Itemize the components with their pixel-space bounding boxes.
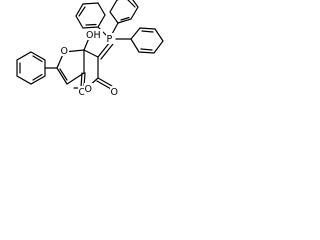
- phenyl-ring-left-upper: [75, 2, 106, 29]
- bond-c2-alkene: [83, 49, 99, 58]
- atom-hydroxyl: OH: [86, 29, 103, 41]
- phenyl-ring-top: [109, 0, 139, 24]
- bond-p-phenyl-top: [111, 22, 119, 35]
- svg-text:OH: OH: [86, 30, 101, 41]
- svg-text:P: P: [107, 34, 113, 45]
- svg-text:O: O: [111, 87, 118, 98]
- molecule-structure: O OH P O O O: [16, 0, 164, 98]
- phenyl-ring-right: [130, 27, 164, 54]
- atom-ester-carbonyl-oxygen: O: [110, 86, 119, 98]
- atom-phosphorus: P: [106, 33, 115, 45]
- atom-ring-oxygen: O: [60, 45, 69, 57]
- ester-carbonyl: [96, 77, 113, 90]
- svg-text:O: O: [79, 87, 86, 98]
- atom-methoxy-oxygen: O: [84, 83, 93, 95]
- svg-text:O: O: [61, 46, 68, 57]
- ylide-double-bond: [97, 41, 114, 60]
- atom-ketone-oxygen: O: [78, 86, 87, 98]
- svg-text:O: O: [85, 84, 92, 95]
- phenyl-ring-left: [16, 51, 46, 85]
